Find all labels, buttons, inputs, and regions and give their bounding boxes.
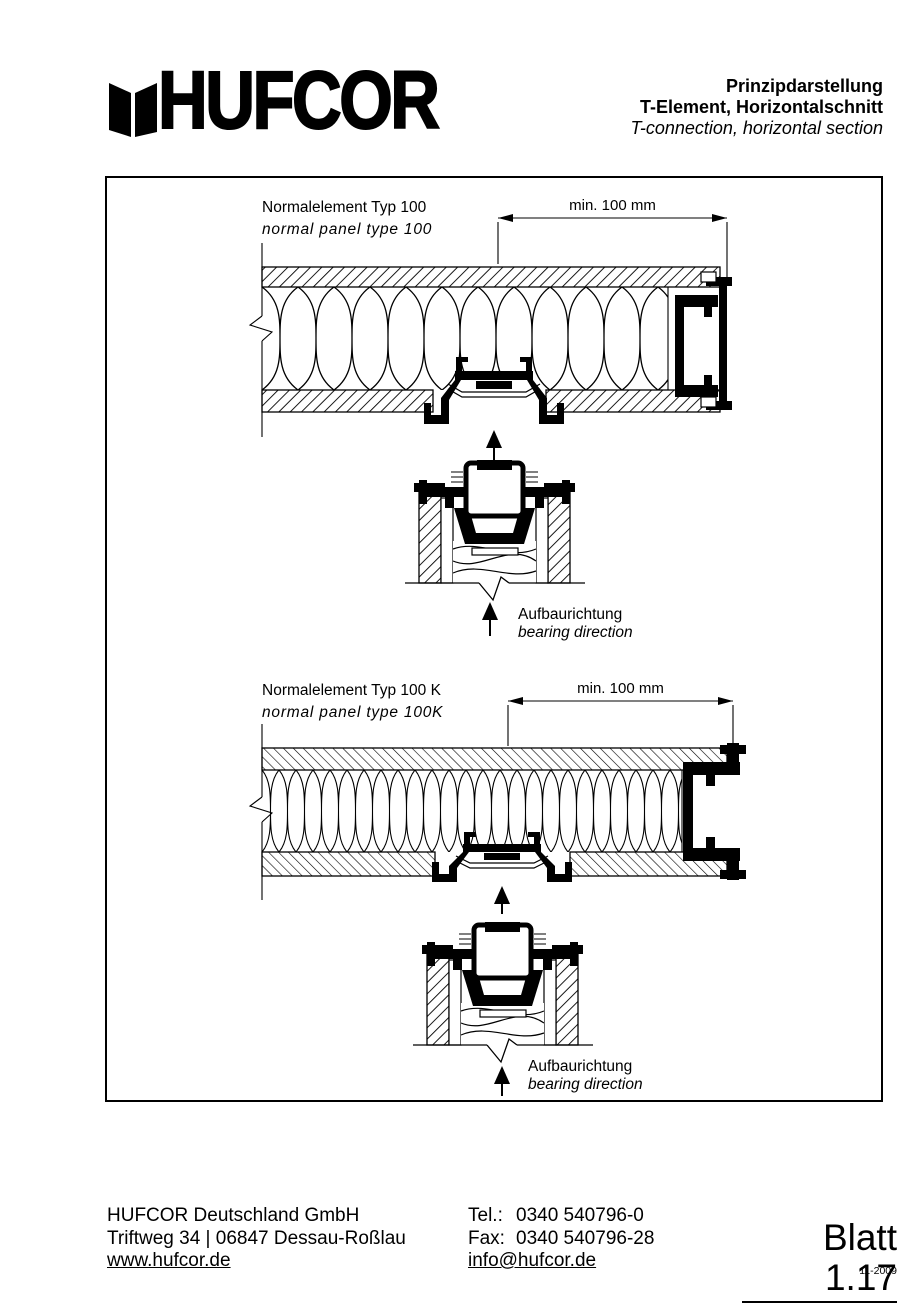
- drawing1-label-de: Normalelement Typ 100: [262, 199, 427, 216]
- tel-label: Tel.:: [468, 1205, 503, 1226]
- drawing1-end-profile: [675, 271, 732, 410]
- fax-label: Fax:: [468, 1227, 505, 1249]
- drawing2-end-profile: [683, 743, 746, 880]
- drawing1-dimension-line: [497, 214, 728, 281]
- drawing2-t-connector-socket: [432, 832, 572, 882]
- drawing2-assembly-arrow-upper: [494, 886, 510, 914]
- sheet-number: Blatt 1.17: [742, 1218, 897, 1303]
- drawing1-cross-panel-detail: [405, 460, 585, 600]
- drawing1-t-connector-socket: [424, 357, 564, 424]
- title-line-3: T-connection, horizontal section: [630, 118, 883, 138]
- drawing1-dimension-text: min. 100 mm: [569, 197, 656, 214]
- website-link[interactable]: www.hufcor.de: [107, 1250, 231, 1271]
- drawing2-panel-section: [248, 697, 746, 1096]
- sheet-date: 11-2009: [859, 1265, 897, 1277]
- drawing2-bearing-arrow: [494, 1066, 510, 1096]
- drawing2-top-skin: [261, 747, 728, 771]
- logo-wordmark: HUFCOR: [157, 55, 441, 146]
- email-link[interactable]: info@hufcor.de: [468, 1250, 597, 1271]
- drawing1-top-skin: [261, 266, 721, 288]
- title-line-2: T-Element, Horizontalschnitt: [639, 97, 883, 117]
- drawing2-label-de: Normalelement Typ 100 K: [262, 682, 441, 699]
- drawing2-dimension-line: [507, 697, 734, 746]
- drawing-border-frame: [105, 176, 883, 1102]
- drawing2-insulation: [262, 770, 682, 852]
- drawing2-label-en: normal panel type 100K: [262, 704, 444, 721]
- tel-row: Tel.: 0340 540796-0: [468, 1205, 654, 1228]
- drawing2-cross-panel-detail: [413, 922, 593, 1062]
- drawing1-break-symbol: [248, 315, 274, 342]
- drawing2-bearing-label: Aufbaurichtung bearing direction: [528, 1058, 643, 1094]
- drawing2-bearing-de: Aufbaurichtung: [528, 1058, 633, 1075]
- drawing1-bearing-arrow: [482, 602, 498, 636]
- drawing1-bearing-de: Aufbaurichtung: [518, 606, 623, 623]
- fax-number: 0340 540796-28: [516, 1227, 655, 1249]
- drawing1-assembly-arrow-upper: [486, 430, 502, 462]
- drawing2-bearing-en: bearing direction: [528, 1076, 643, 1093]
- footer-contact-block: Tel.: 0340 540796-0 Fax: 0340 540796-28 in…: [468, 1205, 654, 1273]
- sheet-title-block: Prinzipdarstellung T-Element, Horizontal…: [631, 76, 883, 139]
- drawing1-label: Normalelement Typ 100 normal panel type …: [262, 197, 432, 241]
- company-name: HUFCOR Deutschland GmbH: [107, 1205, 360, 1226]
- technical-drawing-canvas: [248, 214, 746, 1096]
- drawing1-bottom-skin-left: [261, 389, 434, 413]
- drawing1-label-en: normal panel type 100: [262, 221, 433, 238]
- drawing1-bearing-label: Aufbaurichtung bearing direction: [518, 606, 633, 642]
- hufcor-folding-wall-icon: [109, 83, 157, 137]
- company-address: Triftweg 34 | 06847 Dessau-Roßlau: [107, 1227, 406, 1249]
- title-line-1: Prinzipdarstellung: [725, 76, 883, 96]
- footer-company-block: HUFCOR Deutschland GmbH Triftweg 34 | 06…: [107, 1205, 406, 1273]
- drawing1-bearing-en: bearing direction: [518, 624, 633, 641]
- drawing2-bottom-skin-left: [261, 851, 436, 877]
- drawing2-dimension-text: min. 100 mm: [577, 680, 664, 697]
- fax-row: Fax: 0340 540796-28: [468, 1228, 654, 1251]
- drawing2-break-symbol: [248, 796, 274, 823]
- drawing2-label: Normalelement Typ 100 K normal panel typ…: [262, 680, 443, 724]
- tel-number: 0340 540796-0: [516, 1205, 644, 1226]
- drawing1-panel-section: [248, 214, 732, 636]
